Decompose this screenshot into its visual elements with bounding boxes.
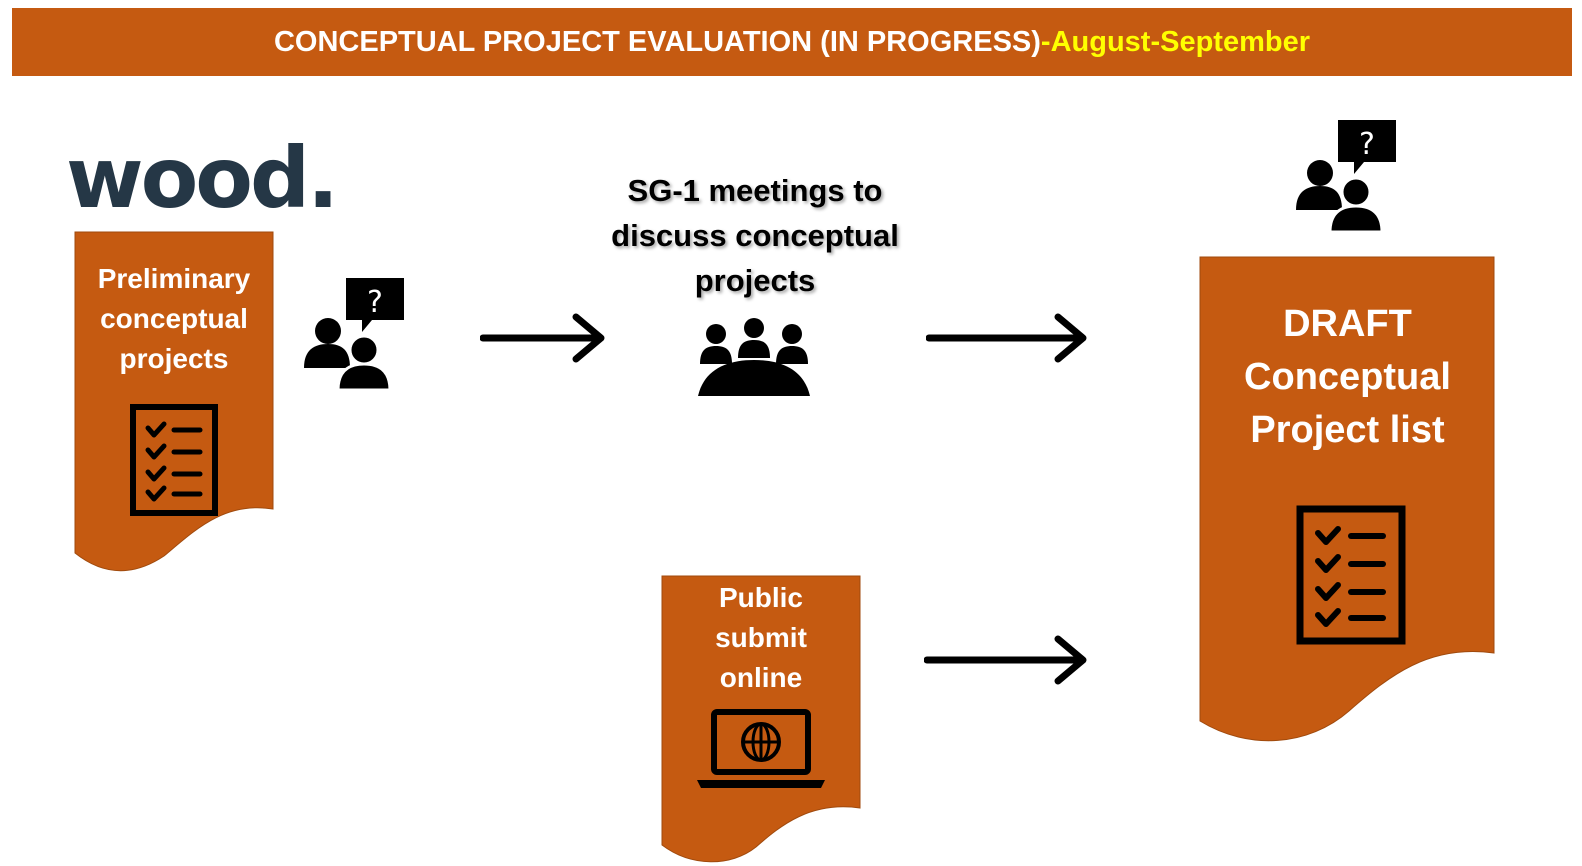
header-banner: CONCEPTUAL PROJECT EVALUATION (IN PROGRE… bbox=[12, 8, 1572, 76]
draft-label-3: Project list bbox=[1250, 409, 1445, 451]
public-label-2: submit bbox=[715, 622, 807, 653]
checklist-icon bbox=[130, 404, 218, 516]
wood-logo: wood. bbox=[66, 136, 339, 220]
draft-document: DRAFT Conceptual Project list bbox=[1199, 256, 1496, 748]
checklist-icon bbox=[1296, 505, 1406, 645]
draft-label-2: Conceptual bbox=[1244, 356, 1451, 398]
public-label-1: Public bbox=[718, 582, 803, 613]
preliminary-label-3: projects bbox=[119, 343, 229, 374]
header-separator: - bbox=[1040, 25, 1051, 58]
meetings-label-2: discuss conceptual bbox=[611, 218, 899, 253]
logo-text: wood bbox=[66, 129, 310, 227]
meetings-label-1: SG-1 meetings to bbox=[627, 173, 883, 208]
people-question-icon: ? bbox=[304, 278, 404, 392]
header-title: CONCEPTUAL PROJECT EVALUATION (IN PROGRE… bbox=[273, 25, 1041, 58]
preliminary-label-2: conceptual bbox=[100, 303, 248, 334]
preliminary-label-1: Preliminary bbox=[97, 263, 251, 294]
question-mark: ? bbox=[367, 285, 383, 320]
arrow-right-icon bbox=[480, 313, 605, 363]
meetings-caption: SG-1 meetings to discuss conceptual proj… bbox=[595, 168, 915, 303]
header-dates: August-September bbox=[1050, 25, 1311, 58]
logo-dot: . bbox=[307, 129, 339, 227]
meetings-label-3: projects bbox=[694, 263, 816, 298]
public-document: Public submit online bbox=[661, 575, 861, 866]
preliminary-document: Preliminary conceptual projects bbox=[74, 231, 274, 576]
laptop-globe-icon bbox=[697, 709, 825, 788]
arrow-right-icon bbox=[924, 635, 1087, 685]
people-question-icon: ? bbox=[1296, 120, 1396, 234]
question-mark: ? bbox=[1359, 127, 1375, 162]
group-meeting-icon bbox=[698, 318, 810, 396]
arrow-right-icon bbox=[926, 313, 1087, 363]
public-label-3: online bbox=[719, 662, 803, 693]
draft-label-1: DRAFT bbox=[1283, 303, 1412, 345]
